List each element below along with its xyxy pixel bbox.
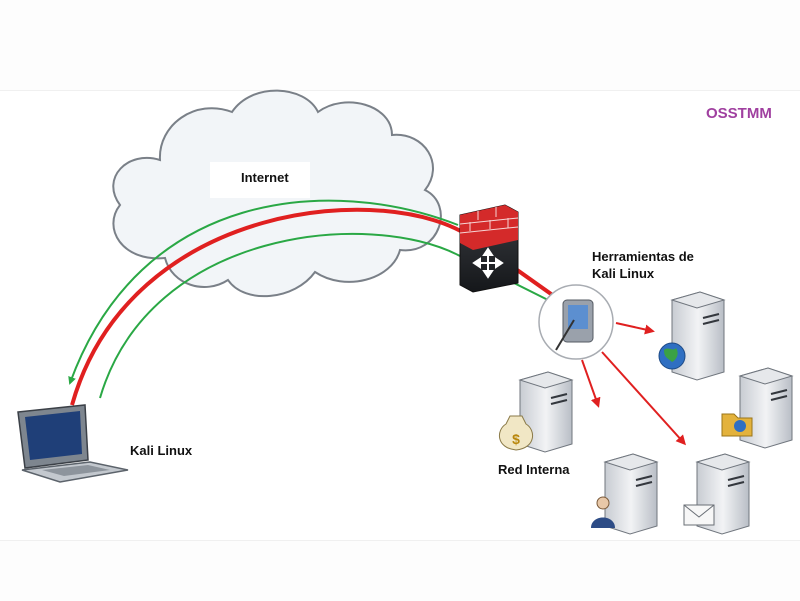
svg-text:$: $ [512, 431, 520, 447]
web-server-globe-icon [658, 291, 726, 381]
user-server-person-icon [591, 453, 659, 535]
firewall-router-icon [459, 204, 519, 293]
bottom-margin [0, 540, 800, 601]
internet-label: Internet [241, 170, 289, 185]
pda-icon [538, 284, 614, 360]
green-arrow-upper [68, 199, 459, 385]
finance-server-money-icon: $ [498, 371, 574, 453]
top-margin [0, 0, 800, 91]
diagram-title: OSSTMM [706, 105, 772, 122]
laptop-icon [17, 404, 129, 483]
cloud-icon [112, 89, 442, 298]
red-attack-arrow [70, 207, 571, 406]
internal-network-label: Red Interna [498, 462, 570, 477]
red-arrow-to-finance-server [581, 359, 601, 408]
red-arrow-to-mail-server [601, 351, 687, 446]
green-arrow-lower [99, 232, 562, 399]
tools-label-line2: Kali Linux [592, 266, 655, 281]
tools-label-line1: Herramientas de [592, 249, 694, 264]
file-server-folder-icon [721, 367, 794, 449]
red-arrow-to-web-server [615, 322, 655, 335]
attacker-label: Kali Linux [130, 443, 193, 458]
mail-server-envelope-icon [683, 453, 751, 535]
